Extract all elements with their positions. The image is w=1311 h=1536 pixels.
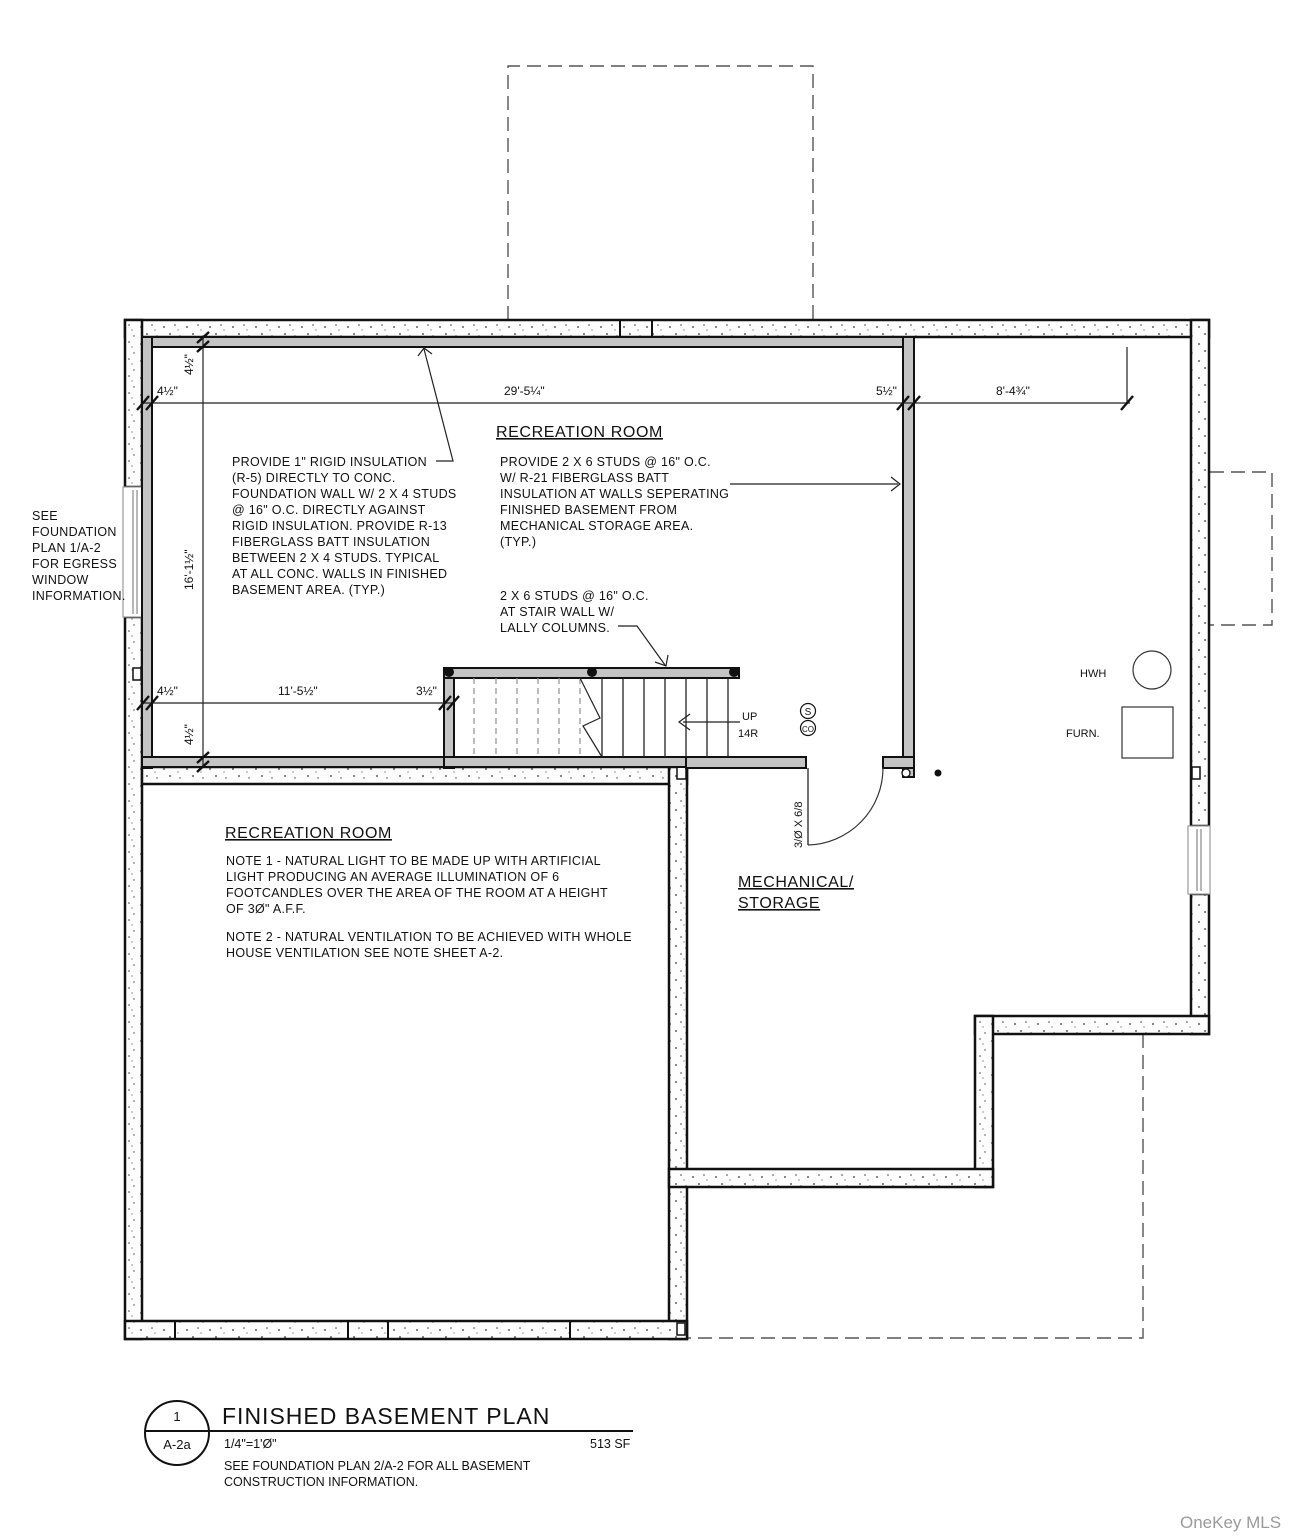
svg-text:FINISHED BASEMENT FROM: FINISHED BASEMENT FROM — [500, 503, 677, 517]
room-label-recreation-upper: RECREATION ROOM — [496, 424, 663, 441]
svg-text:W/ R-21 FIBERGLASS BATT: W/ R-21 FIBERGLASS BATT — [500, 471, 669, 485]
dim-mech-width: 8'-4¾" — [996, 384, 1030, 398]
svg-text:PLAN 1/A-2: PLAN 1/A-2 — [32, 541, 101, 555]
svg-text:NOTE 1 - NATURAL LIGHT TO BE M: NOTE 1 - NATURAL LIGHT TO BE MADE UP WIT… — [226, 854, 601, 868]
furnace-icon — [1121, 706, 1174, 759]
svg-text:FOOTCANDLES OVER THE AREA OF T: FOOTCANDLES OVER THE AREA OF THE ROOM AT… — [226, 886, 608, 900]
dim-lower-left-wall: 4½" — [157, 684, 178, 698]
door-swing[interactable] — [807, 767, 884, 846]
room-label-storage: STORAGE — [738, 895, 820, 912]
svg-text:MECHANICAL STORAGE AREA.: MECHANICAL STORAGE AREA. — [500, 519, 693, 533]
room-label-mechanical: MECHANICAL/ — [738, 874, 854, 891]
svg-text:2 X 6 STUDS @ 16" O.C.: 2 X 6 STUDS @ 16" O.C. — [500, 589, 649, 603]
column-marker-solid — [934, 769, 942, 777]
dim-main-width: 29'-5¼" — [504, 384, 545, 398]
svg-text:S: S — [805, 707, 812, 718]
drawing-area: 513 SF — [590, 1437, 631, 1451]
room-label-recreation-lower: RECREATION ROOM — [225, 825, 392, 842]
svg-text:FOUNDATION: FOUNDATION — [32, 525, 117, 539]
water-heater-label: HWH — [1080, 668, 1106, 680]
water-heater-icon — [1132, 650, 1172, 690]
dim-room-depth: 16'-1½" — [182, 549, 196, 590]
note-egress-window: SEE FOUNDATION PLAN 1/A-2 FOR EGRESS WIN… — [32, 509, 126, 603]
svg-text:INFORMATION.: INFORMATION. — [32, 589, 126, 603]
footnote-line-2: CONSTRUCTION INFORMATION. — [224, 1475, 418, 1489]
smoke-detector-icon: S — [799, 702, 817, 720]
detail-number: 1 — [173, 1409, 180, 1424]
dimension-lines — [136, 331, 1134, 773]
watermark: OneKey MLS — [1180, 1513, 1281, 1532]
svg-text:RIGID INSULATION. PROVIDE R-13: RIGID INSULATION. PROVIDE R-13 — [232, 519, 447, 533]
dim-top-wall: 4½" — [182, 354, 196, 375]
svg-text:WINDOW: WINDOW — [32, 573, 89, 587]
svg-text:FIBERGLASS BATT INSULATION: FIBERGLASS BATT INSULATION — [232, 535, 430, 549]
svg-text:CO: CO — [802, 725, 814, 734]
svg-text:(R-5) DIRECTLY TO CONC.: (R-5) DIRECTLY TO CONC. — [232, 471, 396, 485]
co-detector-icon: CO — [799, 719, 817, 737]
svg-text:@ 16" O.C. DIRECTLY AGAINST: @ 16" O.C. DIRECTLY AGAINST — [232, 503, 426, 517]
dashed-outline-bottom-right — [688, 1034, 1144, 1339]
dim-bottom-wall: 4½" — [182, 724, 196, 745]
window-right — [1187, 825, 1211, 895]
svg-text:BETWEEN 2 X 4 STUDS. TYPICAL: BETWEEN 2 X 4 STUDS. TYPICAL — [232, 551, 440, 565]
dashed-outline-top — [507, 65, 814, 320]
svg-text:AT STAIR WALL W/: AT STAIR WALL W/ — [500, 605, 615, 619]
note-lower-room: NOTE 1 - NATURAL LIGHT TO BE MADE UP WIT… — [226, 854, 632, 960]
door-size-label: 3/Ø X 6/8 — [793, 802, 805, 848]
title-block: 1 A-2a FINISHED BASEMENT PLAN 1/4"=1'Ø" … — [144, 1400, 633, 1489]
drawing-scale: 1/4"=1'Ø" — [224, 1437, 277, 1451]
svg-text:PROVIDE 1" RIGID INSULATION: PROVIDE 1" RIGID INSULATION — [232, 455, 427, 469]
foundation-walls — [123, 318, 1211, 1341]
leader-arrows — [417, 347, 901, 667]
dim-left-wall: 4½" — [157, 384, 178, 398]
sheet-reference: A-2a — [163, 1437, 191, 1452]
svg-text:FOR EGRESS: FOR EGRESS — [32, 557, 117, 571]
furnace-label: FURN. — [1066, 728, 1100, 740]
svg-text:FOUNDATION WALL W/ 2 X 4 STUDS: FOUNDATION WALL W/ 2 X 4 STUDS — [232, 487, 457, 501]
dim-stair-wall: 3½" — [416, 684, 437, 698]
note-stair-wall: 2 X 6 STUDS @ 16" O.C. AT STAIR WALL W/ … — [500, 589, 649, 635]
svg-text:OF 3Ø" A.F.F.: OF 3Ø" A.F.F. — [226, 902, 306, 916]
svg-text:HOUSE VENTILATION SEE NOTE SHE: HOUSE VENTILATION SEE NOTE SHEET A-2. — [226, 946, 503, 960]
svg-text:LALLY COLUMNS.: LALLY COLUMNS. — [500, 621, 610, 635]
dashed-outline-right — [1210, 471, 1273, 626]
dim-stair-offset: 11'-5½" — [278, 684, 318, 698]
stair-risers-label: 14R — [738, 728, 758, 740]
svg-text:AT ALL CONC. WALLS IN FINISHED: AT ALL CONC. WALLS IN FINISHED — [232, 567, 447, 581]
svg-text:SEE: SEE — [32, 509, 58, 523]
drawing-title: FINISHED BASEMENT PLAN — [222, 1403, 550, 1429]
note-rigid-insulation: PROVIDE 1" RIGID INSULATION (R-5) DIRECT… — [232, 455, 457, 597]
stair — [473, 677, 740, 758]
dim-stud-wall: 5½" — [876, 384, 897, 398]
column-marker-open — [901, 768, 911, 778]
note-stud-partition: PROVIDE 2 X 6 STUDS @ 16" O.C. W/ R-21 F… — [500, 455, 729, 549]
svg-text:(TYP.): (TYP.) — [500, 535, 536, 549]
svg-text:INSULATION AT WALLS SEPERATING: INSULATION AT WALLS SEPERATING — [500, 487, 729, 501]
svg-text:PROVIDE 2 X 6 STUDS @ 16" O.C.: PROVIDE 2 X 6 STUDS @ 16" O.C. — [500, 455, 711, 469]
svg-text:BASEMENT AREA. (TYP.): BASEMENT AREA. (TYP.) — [232, 583, 385, 597]
stair-direction-label: UP — [742, 711, 757, 723]
lally-columns — [444, 667, 739, 677]
svg-text:LIGHT PRODUCING AN AVERAGE ILL: LIGHT PRODUCING AN AVERAGE ILLUMINATION … — [226, 870, 559, 884]
footnote-line-1: SEE FOUNDATION PLAN 2/A-2 FOR ALL BASEME… — [224, 1459, 531, 1473]
svg-text:NOTE 2 - NATURAL VENTILATION T: NOTE 2 - NATURAL VENTILATION TO BE ACHIE… — [226, 930, 632, 944]
